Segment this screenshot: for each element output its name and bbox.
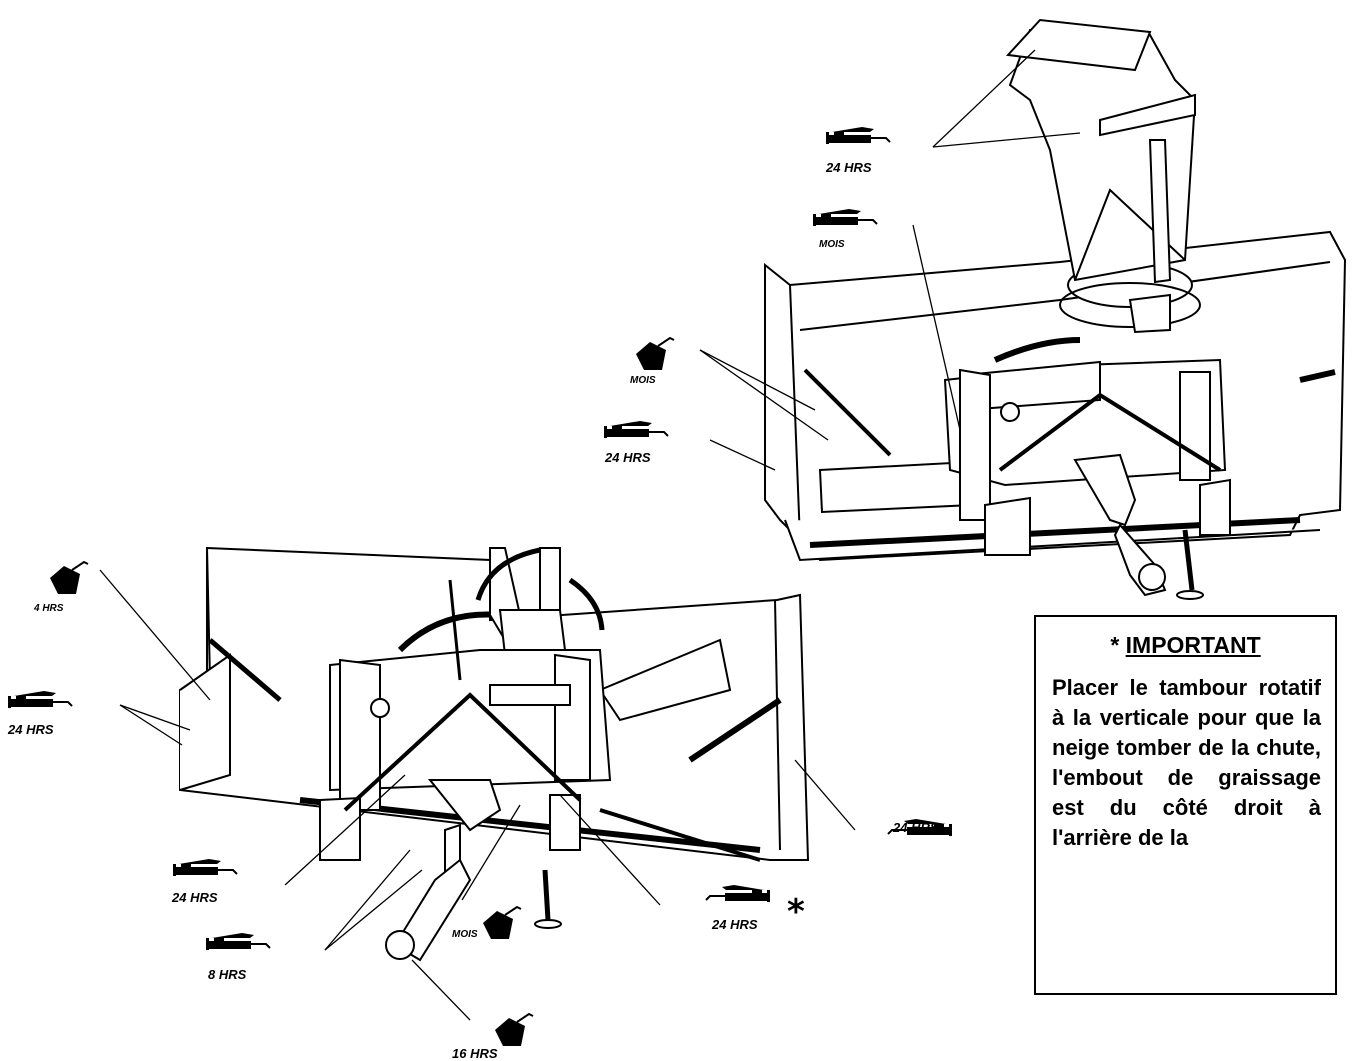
- label-top-mois-can: MOIS: [630, 375, 656, 386]
- label-top-chute-24: 24 HRS: [826, 160, 872, 175]
- note-title: * IMPORTANT: [1036, 632, 1335, 659]
- grease-gun-icon: [812, 208, 878, 227]
- label-top-mois-gun: MOIS: [819, 239, 845, 250]
- important-asterisk: *: [787, 892, 805, 932]
- note-body: Placer le tambour rotatif à la verticale…: [1052, 675, 1321, 850]
- label-bottom-8: 8 HRS: [208, 967, 247, 982]
- label-bottom-center-24: 24 HRS: [172, 890, 218, 905]
- oil-can-icon: [482, 906, 522, 940]
- top-snowblower-drawing: [764, 18, 1347, 600]
- grease-gun-icon: [205, 932, 271, 951]
- note-title-text: IMPORTANT: [1125, 632, 1261, 658]
- important-note-box: * IMPORTANT Placer le tambour rotatif à …: [1034, 615, 1337, 995]
- grease-gun-icon: [172, 858, 238, 877]
- bottom-callouts: [99, 569, 856, 1021]
- note-title-star: *: [1110, 632, 1120, 658]
- label-bottom-star-24: 24 HRS: [712, 917, 758, 932]
- grease-gun-icon: [7, 690, 73, 709]
- oil-can-icon: [494, 1013, 534, 1047]
- label-bottom-right-24: 24 HRS: [893, 820, 939, 835]
- label-top-left-24: 24 HRS: [605, 450, 651, 465]
- label-bottom-4: 4 HRS: [34, 603, 64, 614]
- top-callouts: [699, 49, 1081, 471]
- oil-can-icon: [635, 337, 675, 371]
- grease-gun-icon: [825, 126, 891, 145]
- bottom-snowblower-drawing: [179, 546, 810, 962]
- label-bottom-16: 16 HRS: [452, 1046, 498, 1061]
- grease-gun-icon: [603, 420, 669, 439]
- oil-can-icon: [49, 561, 89, 595]
- label-bottom-left-24: 24 HRS: [8, 722, 54, 737]
- label-bottom-mois: MOIS: [452, 929, 478, 940]
- grease-gun-icon: [706, 885, 770, 902]
